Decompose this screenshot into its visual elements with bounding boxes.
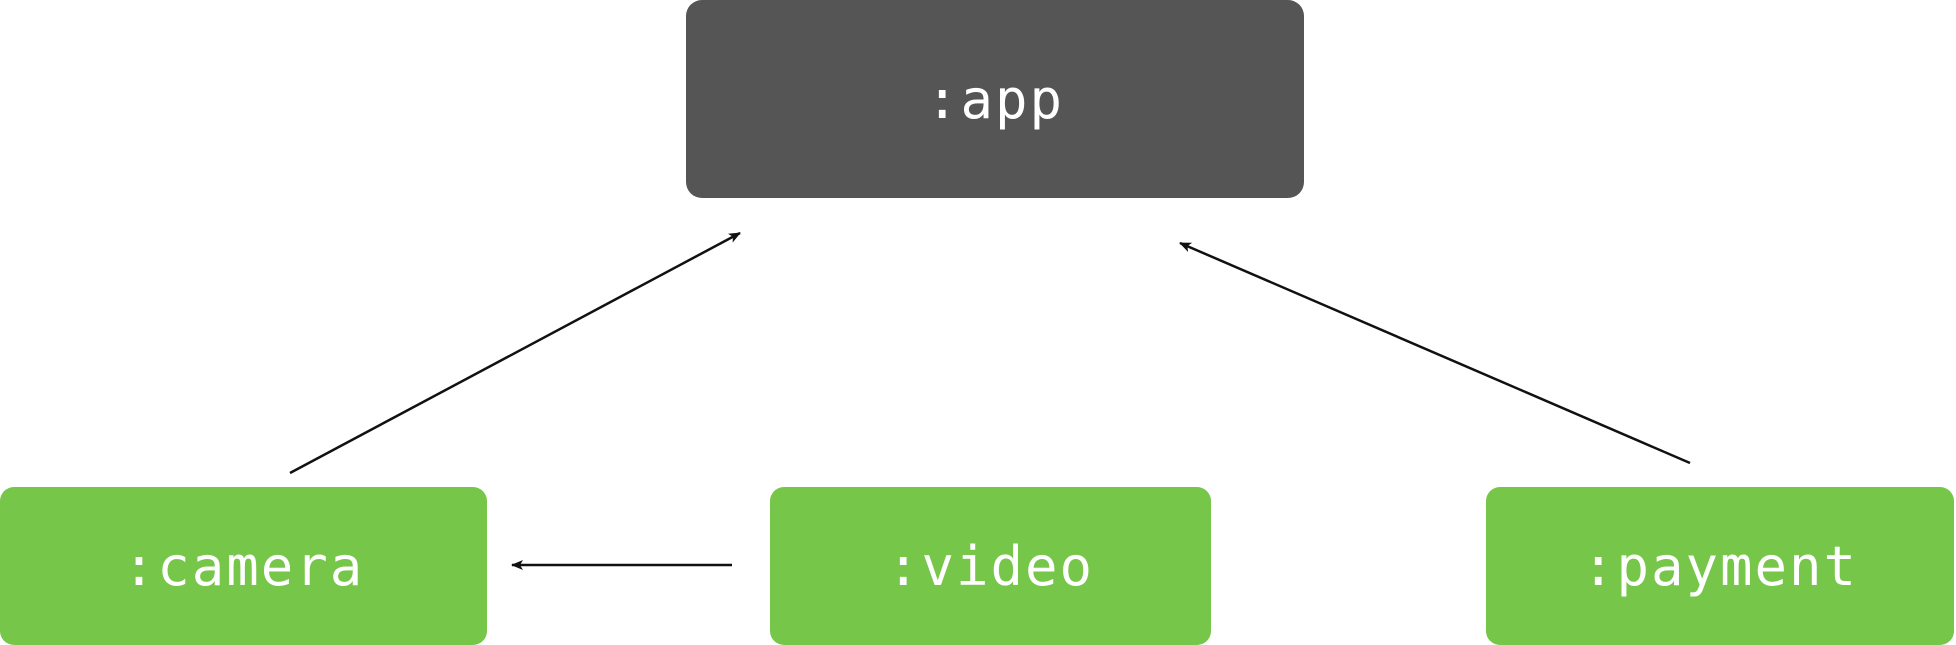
video-module-label: :video xyxy=(886,534,1095,598)
video-module-node: :video xyxy=(770,487,1211,645)
camera-module-label: :camera xyxy=(122,534,365,598)
camera-module-node: :camera xyxy=(0,487,487,645)
app-module-node: :app xyxy=(686,0,1304,198)
edge-payment-to-app xyxy=(1179,241,1691,465)
app-module-label: :app xyxy=(925,67,1065,131)
payment-module-node: :payment xyxy=(1486,487,1954,645)
edge-camera-to-app xyxy=(289,231,741,475)
payment-module-label: :payment xyxy=(1581,534,1859,598)
